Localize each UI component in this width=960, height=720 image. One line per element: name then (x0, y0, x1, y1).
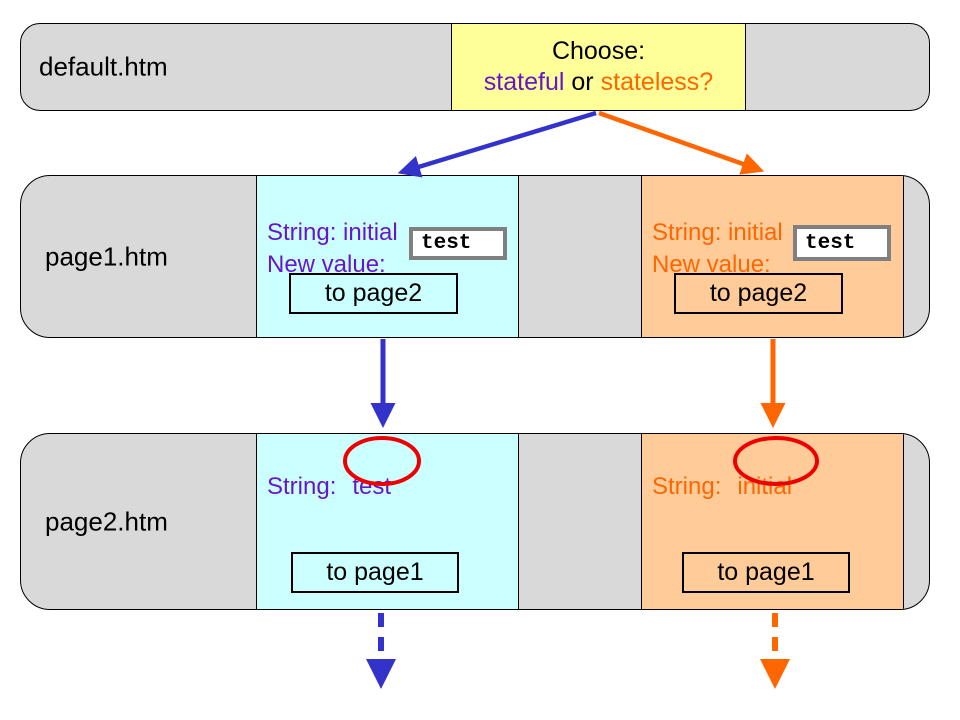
to-page1-button-stateful[interactable]: to page1 (291, 552, 459, 593)
page2-stateful-panel: String: test to page1 (256, 434, 519, 609)
to-page1-button-stateless[interactable]: to page1 (682, 552, 850, 593)
page1-htm-label: page1.htm (45, 241, 168, 271)
new-value-input-stateful[interactable] (409, 227, 507, 260)
arrow-choose-to-page1-stateless (598, 110, 765, 175)
to-page2-button-stateful[interactable]: to page2 (289, 273, 458, 314)
page2-stateless-string-label: String: (652, 473, 722, 500)
new-value-input-stateless[interactable] (793, 225, 891, 261)
or-text: or (571, 68, 594, 96)
page1-stateless-string-label: String: initial (652, 219, 783, 246)
page2-htm-label: page2.htm (45, 506, 168, 536)
default-htm-label: default.htm (39, 51, 168, 82)
arrow-choose-to-page1-stateful (397, 110, 597, 178)
page2-stateful-string-label: String: (267, 473, 337, 500)
row-page2-htm: page2.htm String: test to page1 String: in… (20, 433, 930, 610)
choose-title: Choose: (551, 37, 646, 65)
stateless-option-text[interactable]: stateless? (600, 68, 714, 96)
page2-stateful-string-value: test (352, 473, 392, 500)
page2-stateless-panel: String: initial to page1 (641, 434, 904, 609)
page2-stateless-string-value: initial (737, 473, 793, 500)
row-page1-htm: page1.htm String: initial New value: to … (20, 175, 930, 338)
page1-stateful-string-label: String: initial (267, 219, 398, 246)
stateful-option-text[interactable]: stateful (483, 68, 565, 96)
to-page2-button-stateless[interactable]: to page2 (674, 273, 843, 314)
